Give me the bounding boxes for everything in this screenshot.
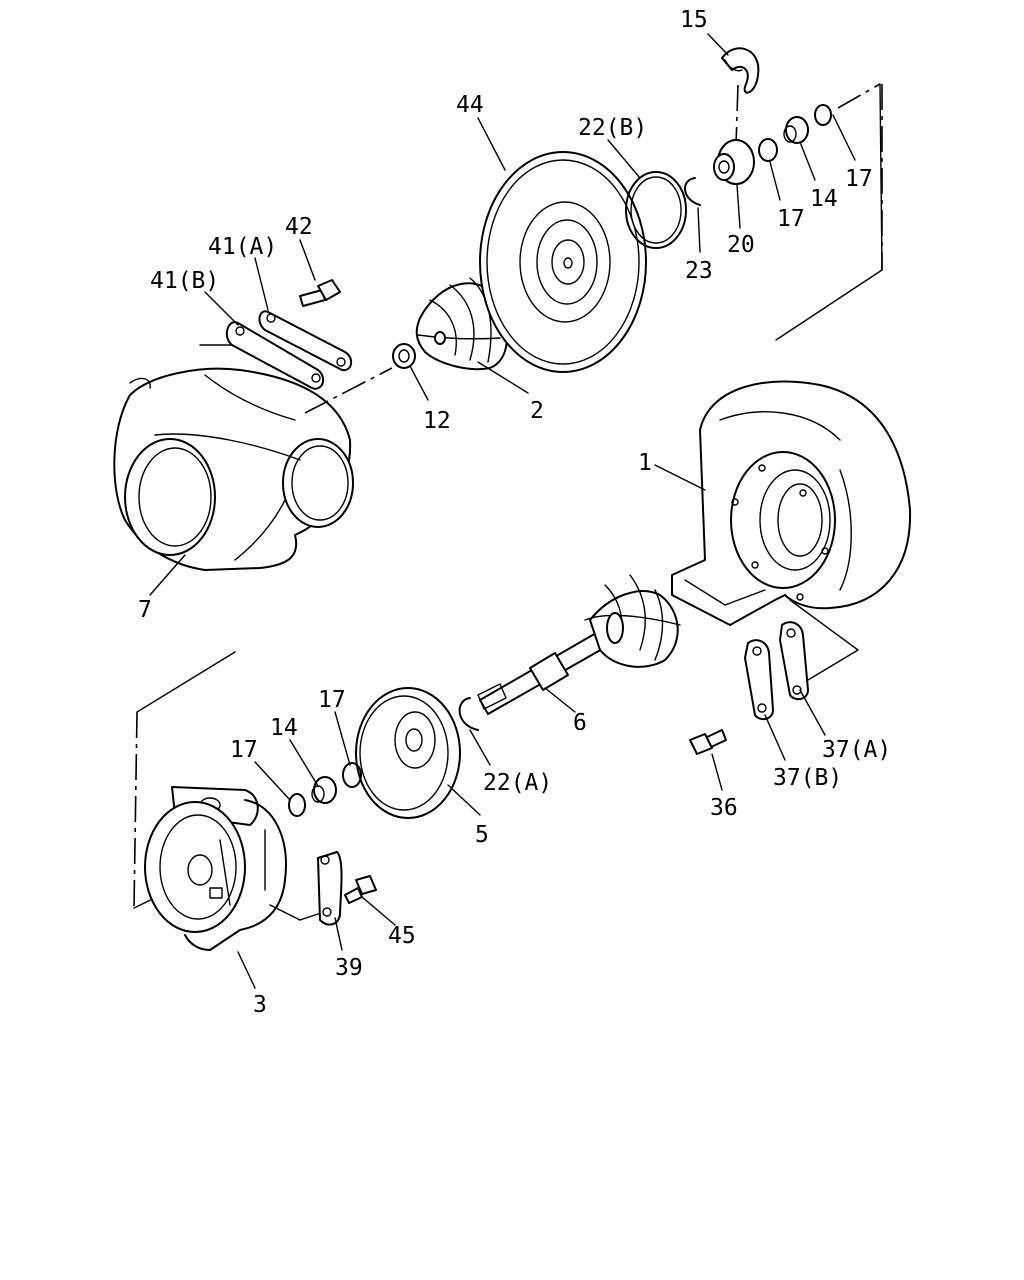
callout-20: 20: [727, 232, 755, 258]
bolt-36: [689, 729, 727, 755]
callout-2: 2: [530, 398, 544, 424]
thrust-bearing-20: [713, 139, 755, 185]
snap-ring-23: [684, 177, 701, 206]
callout-41b: 41(B): [150, 268, 219, 294]
snap-ring-22a: [458, 697, 479, 731]
callout-17-lower-left: 17: [230, 737, 258, 763]
callout-17-lower: 17: [318, 687, 346, 713]
lower-ring-17-d: [342, 762, 362, 788]
nut-12: [392, 343, 416, 369]
callout-14-top: 14: [810, 186, 838, 212]
callout-labels: 15 44 22(B) 17 42 41(A) 41(B) 14 17 20 2…: [138, 7, 891, 1018]
top-ring-17-a: [814, 104, 832, 126]
callout-23: 23: [685, 258, 713, 284]
bolt-42: [299, 279, 341, 307]
leader-lines: [149, 33, 856, 989]
callout-36: 36: [710, 795, 738, 821]
compressor-housing-part: [113, 344, 354, 571]
seal-plate-5: [355, 687, 461, 819]
o-ring-22b: [625, 171, 687, 249]
callout-12: 12: [423, 408, 451, 434]
plate-37b: [744, 639, 774, 721]
plate-39: [317, 851, 343, 926]
callout-6: 6: [573, 710, 587, 736]
callout-5: 5: [475, 822, 489, 848]
callout-22b: 22(B): [578, 115, 647, 141]
callout-39: 39: [335, 955, 363, 981]
callout-22a: 22(A): [483, 770, 552, 796]
callout-17-top-right: 17: [845, 166, 873, 192]
turbine-housing-part: [671, 380, 912, 626]
callout-41a: 41(A): [208, 234, 277, 260]
callout-45: 45: [388, 923, 416, 949]
callout-3: 3: [253, 992, 267, 1018]
callout-37a: 37(A): [822, 737, 891, 763]
lower-ring-17-c: [288, 793, 306, 817]
center-housing-3: [144, 786, 287, 951]
callout-15: 15: [680, 7, 708, 33]
top-ring-17-b: [758, 138, 778, 162]
callout-14-lower: 14: [270, 715, 298, 741]
compressor-wheel-part: [415, 277, 508, 371]
callout-37b: 37(B): [773, 765, 842, 791]
callout-44: 44: [456, 92, 484, 118]
callout-17-top: 17: [777, 206, 805, 232]
callout-7: 7: [138, 597, 152, 623]
callout-42: 42: [285, 214, 313, 240]
top-bushing-14: [783, 116, 809, 144]
bracket-41a: [258, 310, 353, 372]
bolt-45: [344, 875, 377, 904]
thrust-collar-15: [721, 47, 760, 94]
bracket-41b: [225, 321, 325, 390]
plate-37a: [779, 621, 809, 701]
back-plate-44: [479, 151, 647, 373]
turbine-shaft-6: [477, 574, 681, 715]
callout-1: 1: [638, 450, 652, 476]
